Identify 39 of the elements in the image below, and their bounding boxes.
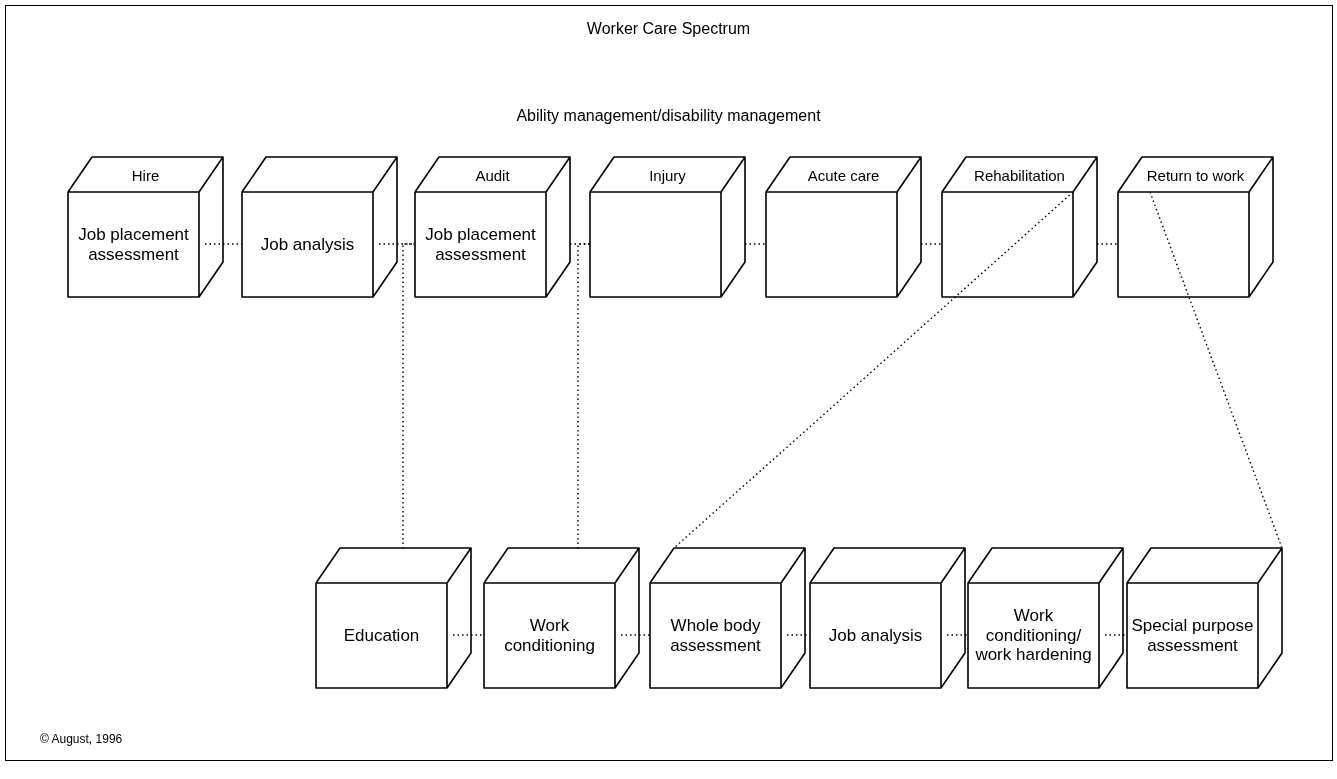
cube-node: [415, 157, 570, 297]
subtitle: Ability management/disability management: [516, 107, 821, 125]
dotted-connector: [569, 243, 591, 245]
cube-node: [484, 548, 639, 688]
cube-node: [942, 157, 1097, 297]
diagram-title: Worker Care Spectrum: [586, 20, 751, 38]
cube-node: [1118, 157, 1273, 297]
dotted-connector: [452, 634, 485, 636]
cube-front-label: Job analysis: [828, 625, 923, 646]
dotted-connector: [946, 634, 969, 636]
cube-front-label: Education: [343, 625, 420, 646]
cube-top-label: Return to work: [1146, 166, 1245, 185]
cube-top-label: Rehabilitation: [974, 166, 1065, 185]
cube-front-label: Job analysis: [260, 234, 355, 255]
cube-front-label: Whole body assessment: [669, 615, 762, 656]
dotted-connector: [744, 243, 767, 245]
cube-front-label: Job placement assessment: [77, 224, 190, 265]
cube-top-label: Acute care: [807, 166, 880, 185]
cube-node: [590, 157, 745, 297]
cube-node: [68, 157, 223, 297]
cube-top-label: Hire: [131, 166, 160, 185]
cube-front-label: Work conditioning: [503, 615, 596, 656]
cube-node: [766, 157, 921, 297]
cube-node: [242, 157, 397, 297]
copyright-note: © August, 1996: [40, 732, 123, 746]
cube-node: [810, 548, 965, 688]
dotted-connector: [1104, 634, 1128, 636]
dotted-connector: [620, 634, 651, 636]
cube-top-label: Injury: [649, 166, 686, 185]
dotted-connector: [1096, 243, 1119, 245]
dotted-connector: [920, 243, 943, 245]
cube-node: [316, 548, 471, 688]
cube-front-label: Work conditioning/ work hardening: [974, 606, 1093, 665]
cube-node: [1127, 548, 1282, 688]
cube-node: [650, 548, 805, 688]
cube-front-label: Special purpose assessment: [1130, 615, 1255, 656]
cube-front-label: Job placement assessment: [424, 224, 537, 265]
cube-top-label: Audit: [475, 166, 510, 185]
cube-node: [968, 548, 1123, 688]
